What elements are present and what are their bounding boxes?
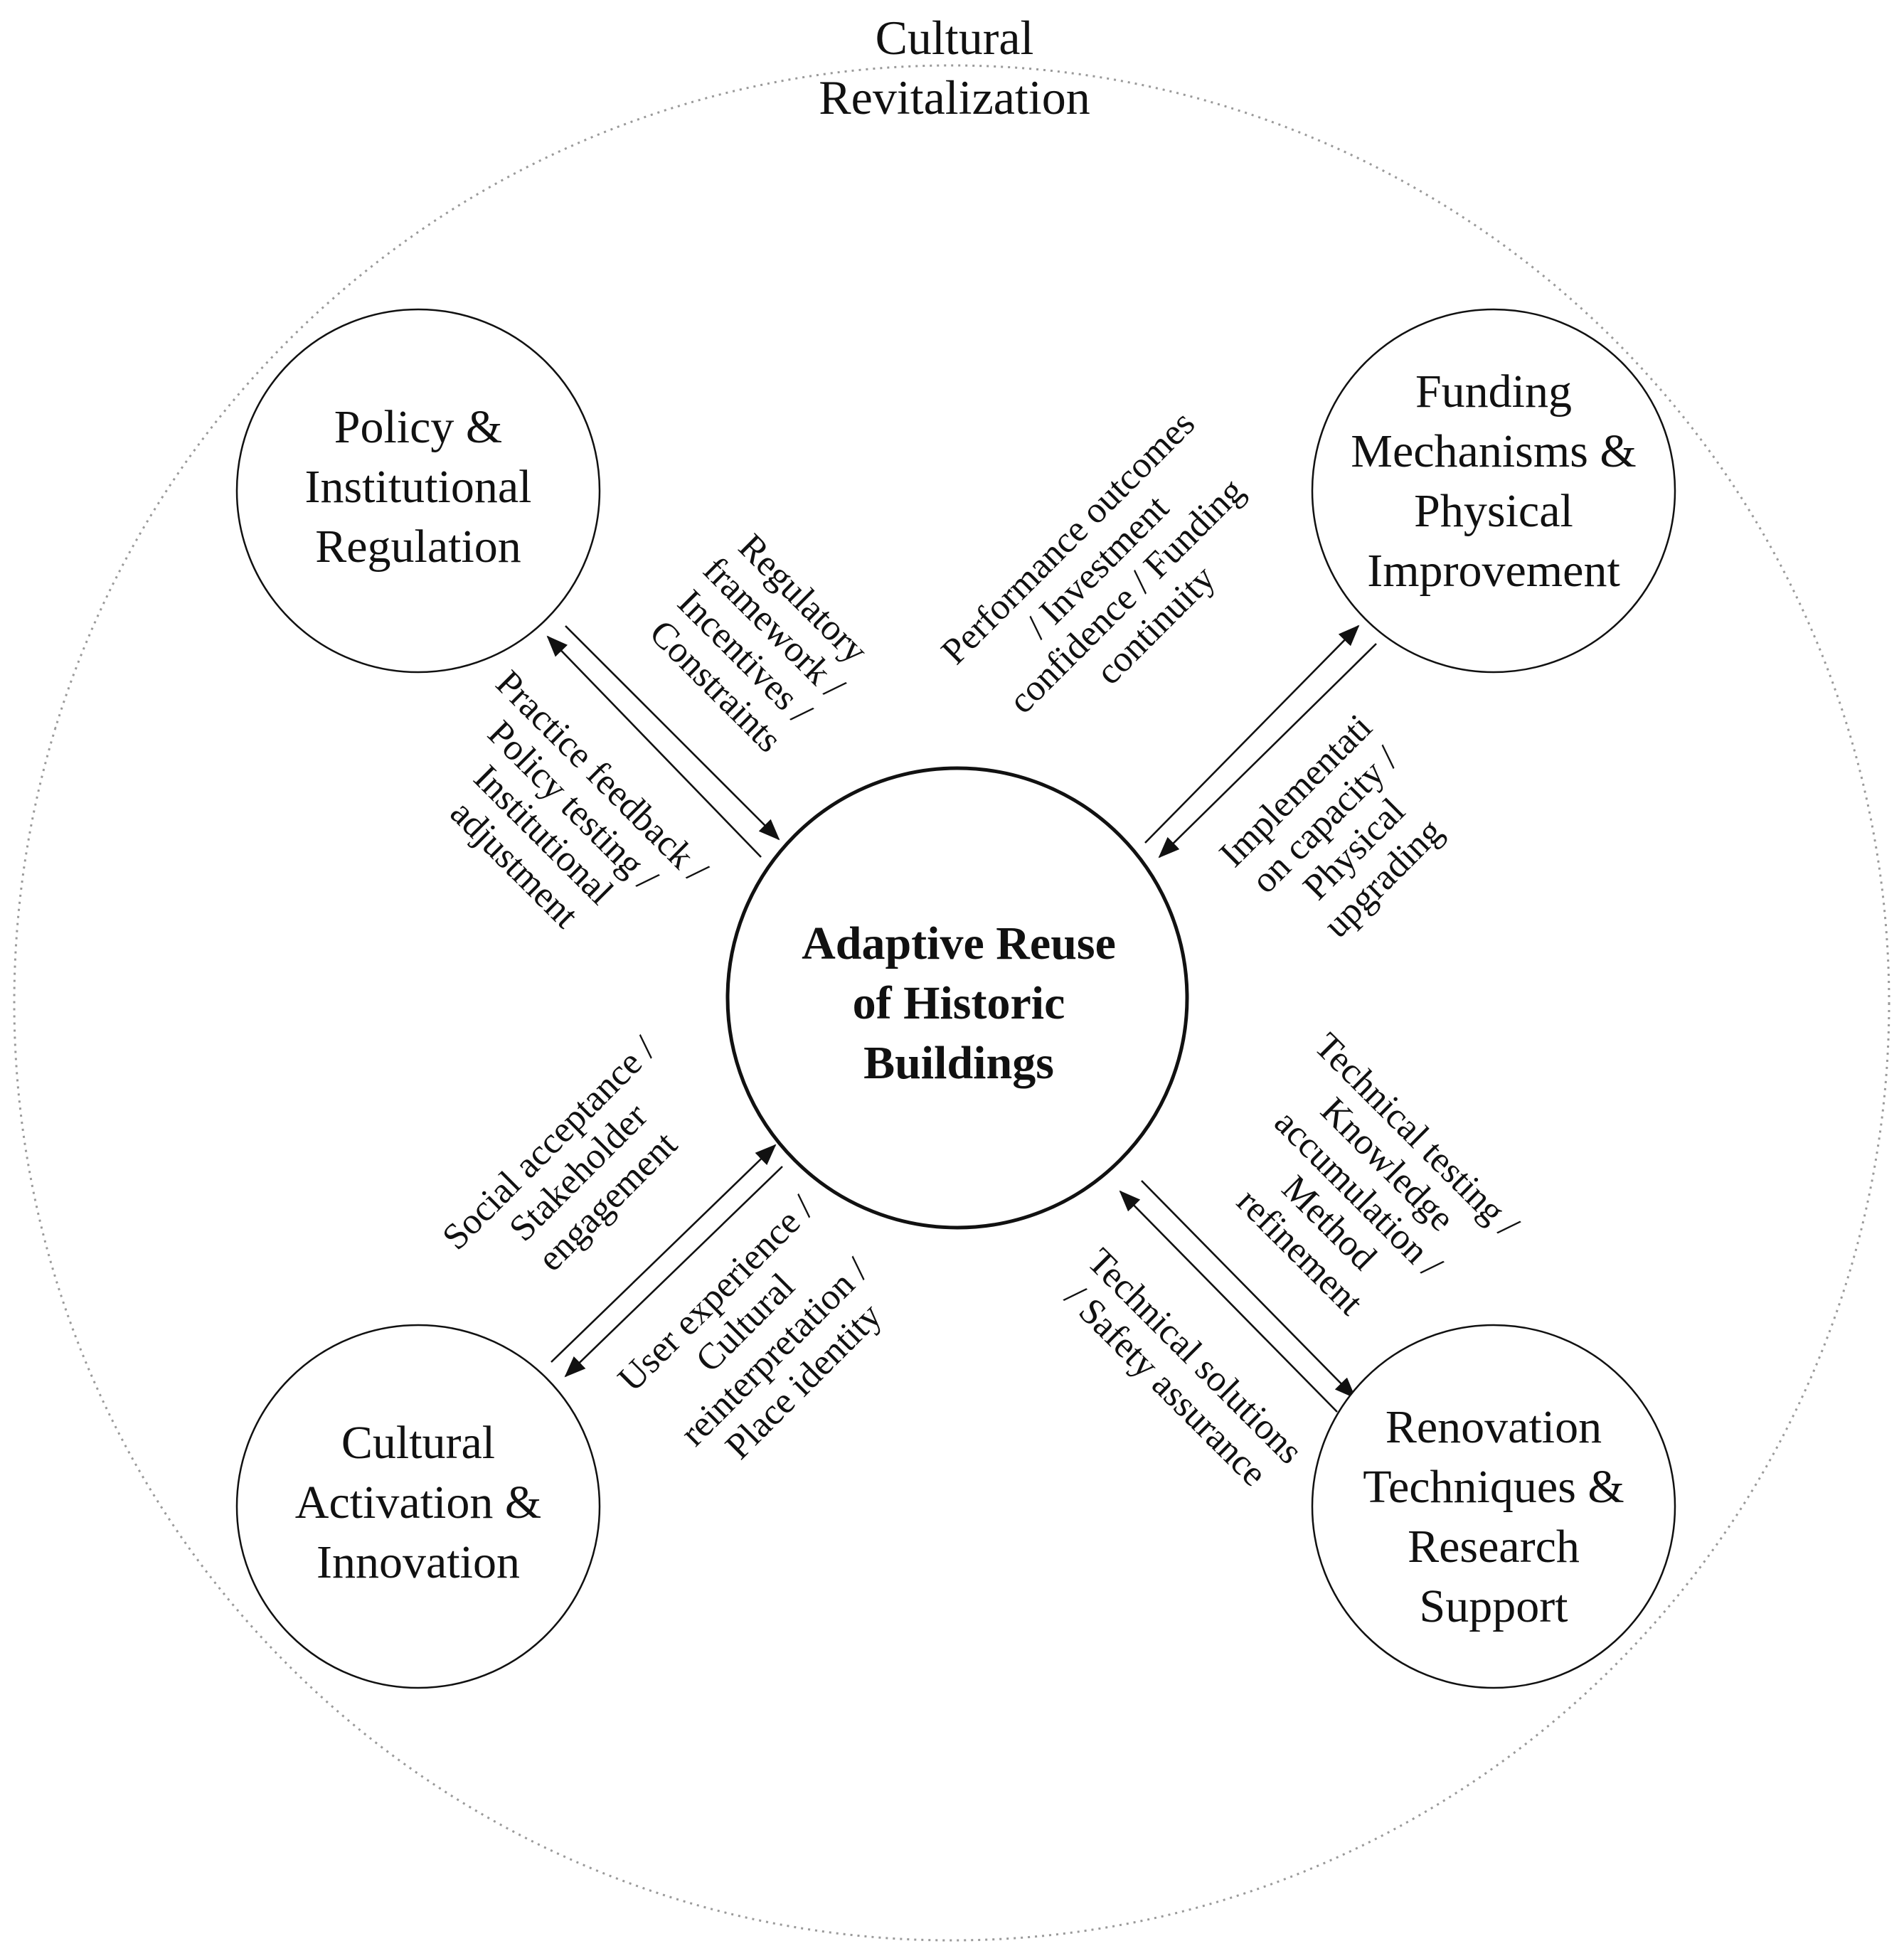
center-label-line-1: Adaptive Reuse <box>802 918 1116 969</box>
center-circle <box>725 766 1189 1230</box>
arrow-cultural-to-center <box>551 1144 777 1363</box>
edge-label-funding-to-center: Implementati on capacity / Physical upgr… <box>1212 707 1451 946</box>
edge-label-cultural-to-center: User experience / Cultural reinterpretat… <box>610 1188 890 1467</box>
outer-title: Cultural Revitalization <box>819 11 1090 124</box>
node-renovation-label-line-1: Renovation <box>1386 1401 1602 1453</box>
node-funding-circle <box>1311 308 1676 674</box>
node-policy-label-line-3: Regulation <box>315 521 521 573</box>
outer-title-line-1: Cultural <box>876 11 1034 65</box>
node-cultural-label-line-2: Activation & <box>295 1477 541 1529</box>
center-label-line-3: Buildings <box>863 1037 1054 1089</box>
node-cultural-label-line-3: Innovation <box>317 1536 520 1588</box>
node-renovation-label-line-2: Techniques & <box>1363 1461 1624 1513</box>
arrow-center-to-cultural <box>564 1166 783 1378</box>
node-center: Adaptive Reuse of Historic Buildings <box>725 766 1189 1230</box>
node-cultural-label-line-1: Cultural <box>341 1417 495 1469</box>
edge-label-policy-to-center: Regulatory framework / Incentives / Cons… <box>642 526 876 760</box>
arrows <box>546 624 1377 1413</box>
node-renovation-label-line-3: Research <box>1408 1521 1580 1573</box>
node-funding-label-line-3: Physical <box>1414 485 1573 537</box>
node-cultural-circle <box>235 1324 601 1689</box>
node-renovation: Renovation Techniques & Research Support <box>1311 1324 1676 1689</box>
outer-title-line-2: Revitalization <box>819 70 1090 124</box>
arrow-center-to-policy <box>546 635 762 858</box>
node-funding-label-line-4: Improvement <box>1367 545 1620 597</box>
arrow-renovation-to-center <box>1119 1190 1338 1413</box>
edge-label-center-to-cultural: Social acceptance / Stakeholder engageme… <box>435 1028 685 1279</box>
node-policy-label-line-1: Policy & <box>334 401 503 453</box>
node-policy-circle <box>235 308 601 674</box>
arrow-policy-to-center <box>565 625 780 841</box>
edge-label-center-to-funding: Performance outcomes / Investment confid… <box>934 403 1253 722</box>
node-policy: Policy & Institutional Regulation <box>235 308 601 674</box>
arrow-center-to-funding <box>1144 624 1360 844</box>
edge-label-center-to-policy: Practice feedback / Policy testing / Ins… <box>442 663 716 936</box>
node-cultural: Cultural Activation & Innovation <box>235 1324 601 1689</box>
arrow-center-to-renovation <box>1141 1180 1356 1399</box>
node-policy-label-line-2: Institutional <box>305 461 532 513</box>
outer-boundary-circle <box>13 64 1890 1942</box>
arrow-funding-to-center <box>1158 643 1377 858</box>
node-renovation-label-line-4: Support <box>1419 1580 1568 1632</box>
edge-label-renovation-to-center: Technical testing / Knowledge accumulati… <box>1229 1026 1527 1324</box>
edge-label-center-to-renovation: Technical solutions / Safety assurance <box>1057 1241 1310 1494</box>
center-label-line-2: of Historic <box>853 977 1065 1029</box>
node-funding-label-line-2: Mechanisms & <box>1351 425 1636 477</box>
node-renovation-circle <box>1311 1324 1676 1689</box>
node-funding: Funding Mechanisms & Physical Improvemen… <box>1311 308 1676 674</box>
node-funding-label-line-1: Funding <box>1415 366 1572 418</box>
